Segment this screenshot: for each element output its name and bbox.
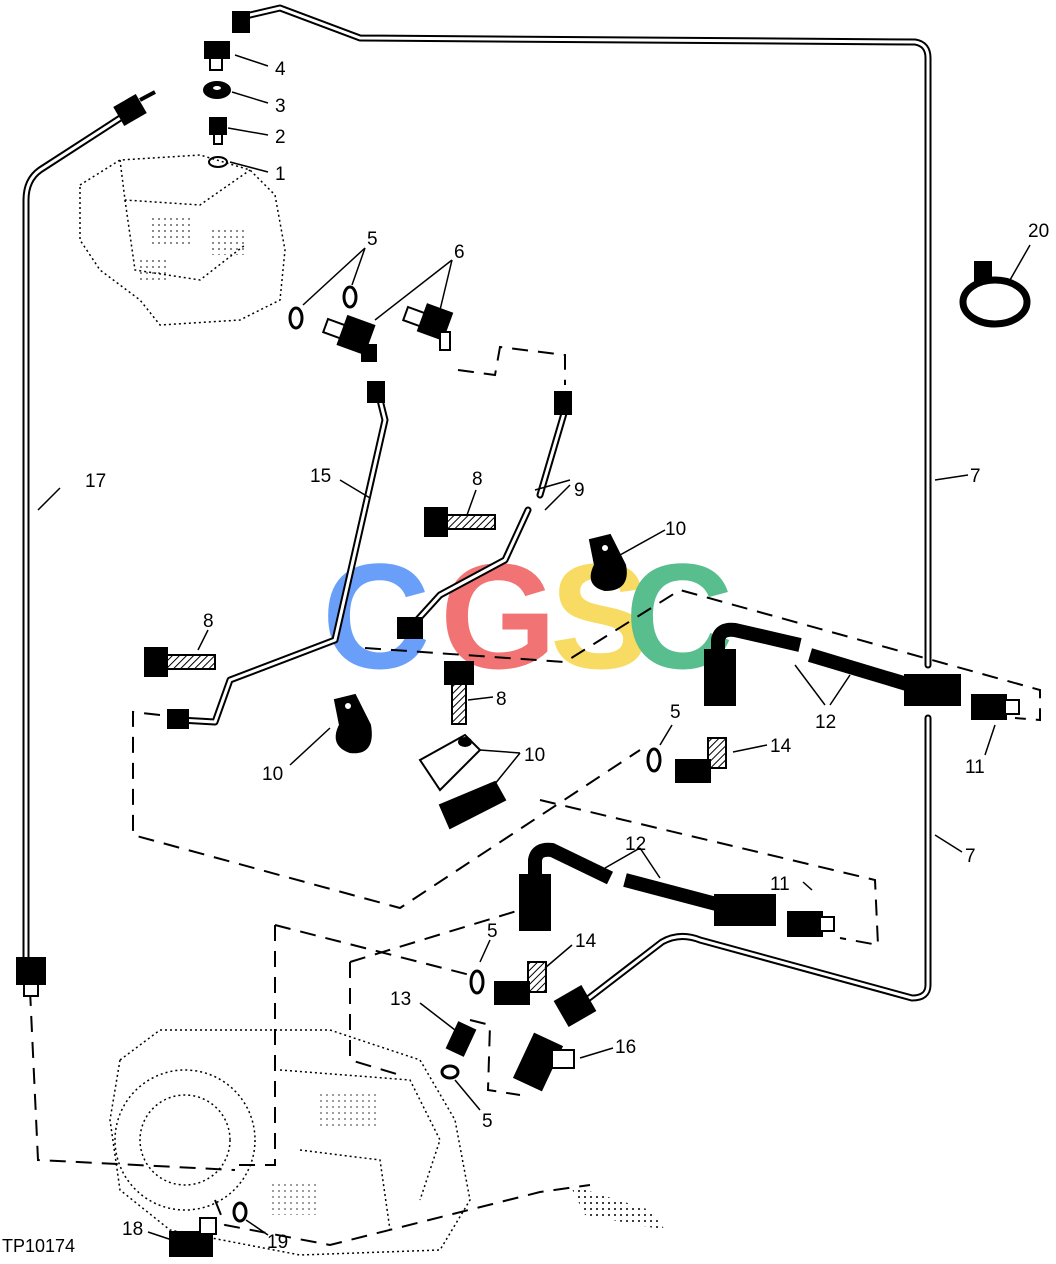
figure-id: TP10174 (2, 1236, 75, 1256)
callout-10-a: 10 (665, 519, 686, 540)
o-ring-1 (208, 156, 228, 168)
hose-coupling-b (904, 674, 961, 706)
callout-13: 13 (390, 989, 411, 1010)
fitting-17-bottom (16, 957, 46, 997)
tube-17 (22, 111, 129, 964)
clamp-10-b (333, 693, 372, 754)
callout-1: 1 (275, 164, 286, 185)
callout-5-d: 5 (482, 1111, 493, 1132)
fitting-11-b (787, 911, 835, 937)
fitting-13 (445, 1021, 477, 1057)
callout-8-c: 8 (496, 689, 507, 710)
elbow-14-a (675, 737, 727, 783)
callout-15: 15 (310, 466, 331, 487)
callout-5-a: 5 (367, 229, 378, 250)
callout-19: 19 (267, 1232, 288, 1253)
washer-3 (203, 81, 231, 99)
watermark: C G S C (322, 532, 733, 700)
callout-18: 18 (122, 1219, 143, 1240)
upper-valve-body (79, 154, 286, 326)
tube-7-lower (576, 714, 932, 1009)
callout-11-a: 11 (965, 757, 985, 778)
fitting-11-a (971, 694, 1020, 720)
o-ring-5-e (440, 1064, 460, 1080)
hydraulic-pump-body (109, 1029, 665, 1256)
o-ring-5-c (646, 747, 662, 773)
fitting-18 (169, 1217, 217, 1257)
elbow-4 (204, 11, 250, 71)
fitting-7-lower (553, 985, 597, 1027)
hose-coupling-d (714, 894, 776, 926)
hoses-12 (528, 622, 913, 912)
clamp-10-a (588, 533, 627, 592)
elbow-14-b (494, 961, 547, 1005)
callout-14-a: 14 (770, 736, 792, 757)
leader-lines (37, 54, 1031, 1241)
o-ring-5-b (342, 285, 358, 309)
callout-8-a: 8 (472, 469, 483, 490)
callout-7-a: 7 (970, 466, 981, 487)
callout-8-b: 8 (203, 611, 214, 632)
o-ring-5-a (288, 306, 304, 330)
callout-4: 4 (275, 59, 286, 80)
callout-11-b: 11 (770, 874, 790, 895)
fitting-2 (209, 117, 227, 145)
callout-3: 3 (275, 96, 286, 117)
callout-9: 9 (574, 480, 585, 501)
hose-coupling-a (704, 649, 736, 706)
fitting-17-top (113, 90, 156, 127)
callout-16: 16 (615, 1037, 636, 1058)
tee-16 (512, 1032, 575, 1092)
callout-12-a: 12 (815, 712, 836, 733)
hose-clamp-20 (959, 261, 1031, 328)
tube-lines (22, 4, 932, 1009)
fitting-15-top (367, 381, 385, 403)
hose-coupling-c (519, 874, 551, 931)
o-ring-5-d (469, 969, 485, 995)
fitting-9-top (554, 391, 572, 415)
fitting-6-b (401, 303, 454, 351)
callout-10-b: 10 (262, 764, 283, 785)
clamp-10-c (418, 733, 507, 830)
callout-5-b: 5 (670, 702, 681, 723)
bolt-8-b (144, 647, 216, 677)
fitting-9-end (397, 617, 423, 639)
callout-14-b: 14 (575, 931, 597, 952)
fitting-6-a (321, 314, 377, 362)
callout-5-c: 5 (487, 921, 498, 942)
o-ring-19 (232, 1201, 248, 1223)
fitting-15-end (167, 709, 189, 729)
bolt-8-a (424, 507, 496, 537)
callout-2: 2 (275, 127, 286, 148)
callout-10-c: 10 (524, 745, 545, 766)
callout-12-b: 12 (625, 834, 646, 855)
callout-20: 20 (1028, 221, 1049, 242)
fittings-and-parts (16, 11, 1031, 1257)
callout-6: 6 (454, 242, 465, 263)
bolt-8-c (444, 661, 474, 725)
dashed-connection-lines (29, 345, 1041, 1247)
callout-7-b: 7 (965, 846, 976, 867)
callout-labels: 1 2 3 4 5 5 5 5 6 7 7 8 8 8 9 10 10 10 1… (85, 59, 1049, 1253)
callout-17: 17 (85, 471, 106, 492)
